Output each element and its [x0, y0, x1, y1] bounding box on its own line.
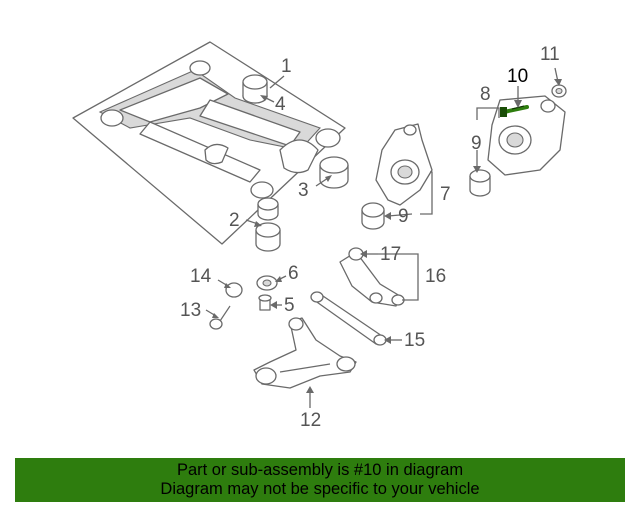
hub-carrier-8[interactable]	[487, 95, 566, 176]
callout-12: 12	[300, 410, 321, 431]
callout-16: 16	[425, 266, 446, 287]
washer-14[interactable]	[225, 282, 243, 298]
upper-control-arm-16[interactable]	[339, 247, 405, 307]
callout-9-left: 9	[398, 206, 409, 227]
callout-1: 1	[281, 56, 292, 77]
nut-11[interactable]	[551, 84, 567, 98]
callout-9-right: 9	[471, 133, 482, 154]
parts-diagram: 1 4 3 2 9 7 8 9 10 11 17 16 15 12 14 6 5…	[72, 41, 567, 431]
bolt-5[interactable]	[258, 294, 272, 311]
callout-6: 6	[288, 263, 299, 284]
knuckle-7[interactable]	[375, 123, 433, 206]
bushing-3[interactable]	[319, 156, 349, 189]
callout-10: 10	[507, 66, 528, 87]
bolt-13[interactable]	[209, 305, 231, 330]
info-banner: Part or sub-assembly is #10 in diagram D…	[15, 458, 625, 502]
callout-13: 13	[180, 300, 201, 321]
banner-line-1: Part or sub-assembly is #10 in diagram	[176, 461, 464, 479]
callout-3: 3	[298, 180, 309, 201]
callout-4: 4	[275, 94, 286, 115]
callout-14: 14	[190, 266, 212, 287]
callout-11: 11	[540, 44, 560, 65]
bushing-4[interactable]	[242, 74, 268, 104]
callout-5: 5	[284, 295, 295, 316]
bushing-2[interactable]	[255, 197, 281, 252]
bushing-9-left[interactable]	[361, 202, 385, 230]
callout-7: 7	[440, 184, 451, 205]
lower-control-arm-12[interactable]	[253, 317, 357, 389]
callout-17: 17	[380, 244, 401, 265]
callout-15: 15	[404, 330, 425, 351]
leader-lines	[205, 67, 562, 408]
bushing-9-right[interactable]	[469, 169, 491, 197]
callout-2: 2	[229, 210, 240, 231]
subframe-assembly[interactable]	[72, 41, 346, 245]
banner-line-2: Diagram may not be specific to your vehi…	[160, 480, 480, 498]
callout-labels: 1 4 3 2 9 7 8 9 10 11 17 16 15 12 14 6 5…	[180, 44, 560, 431]
callout-8: 8	[480, 84, 491, 105]
washer-6[interactable]	[256, 275, 278, 291]
